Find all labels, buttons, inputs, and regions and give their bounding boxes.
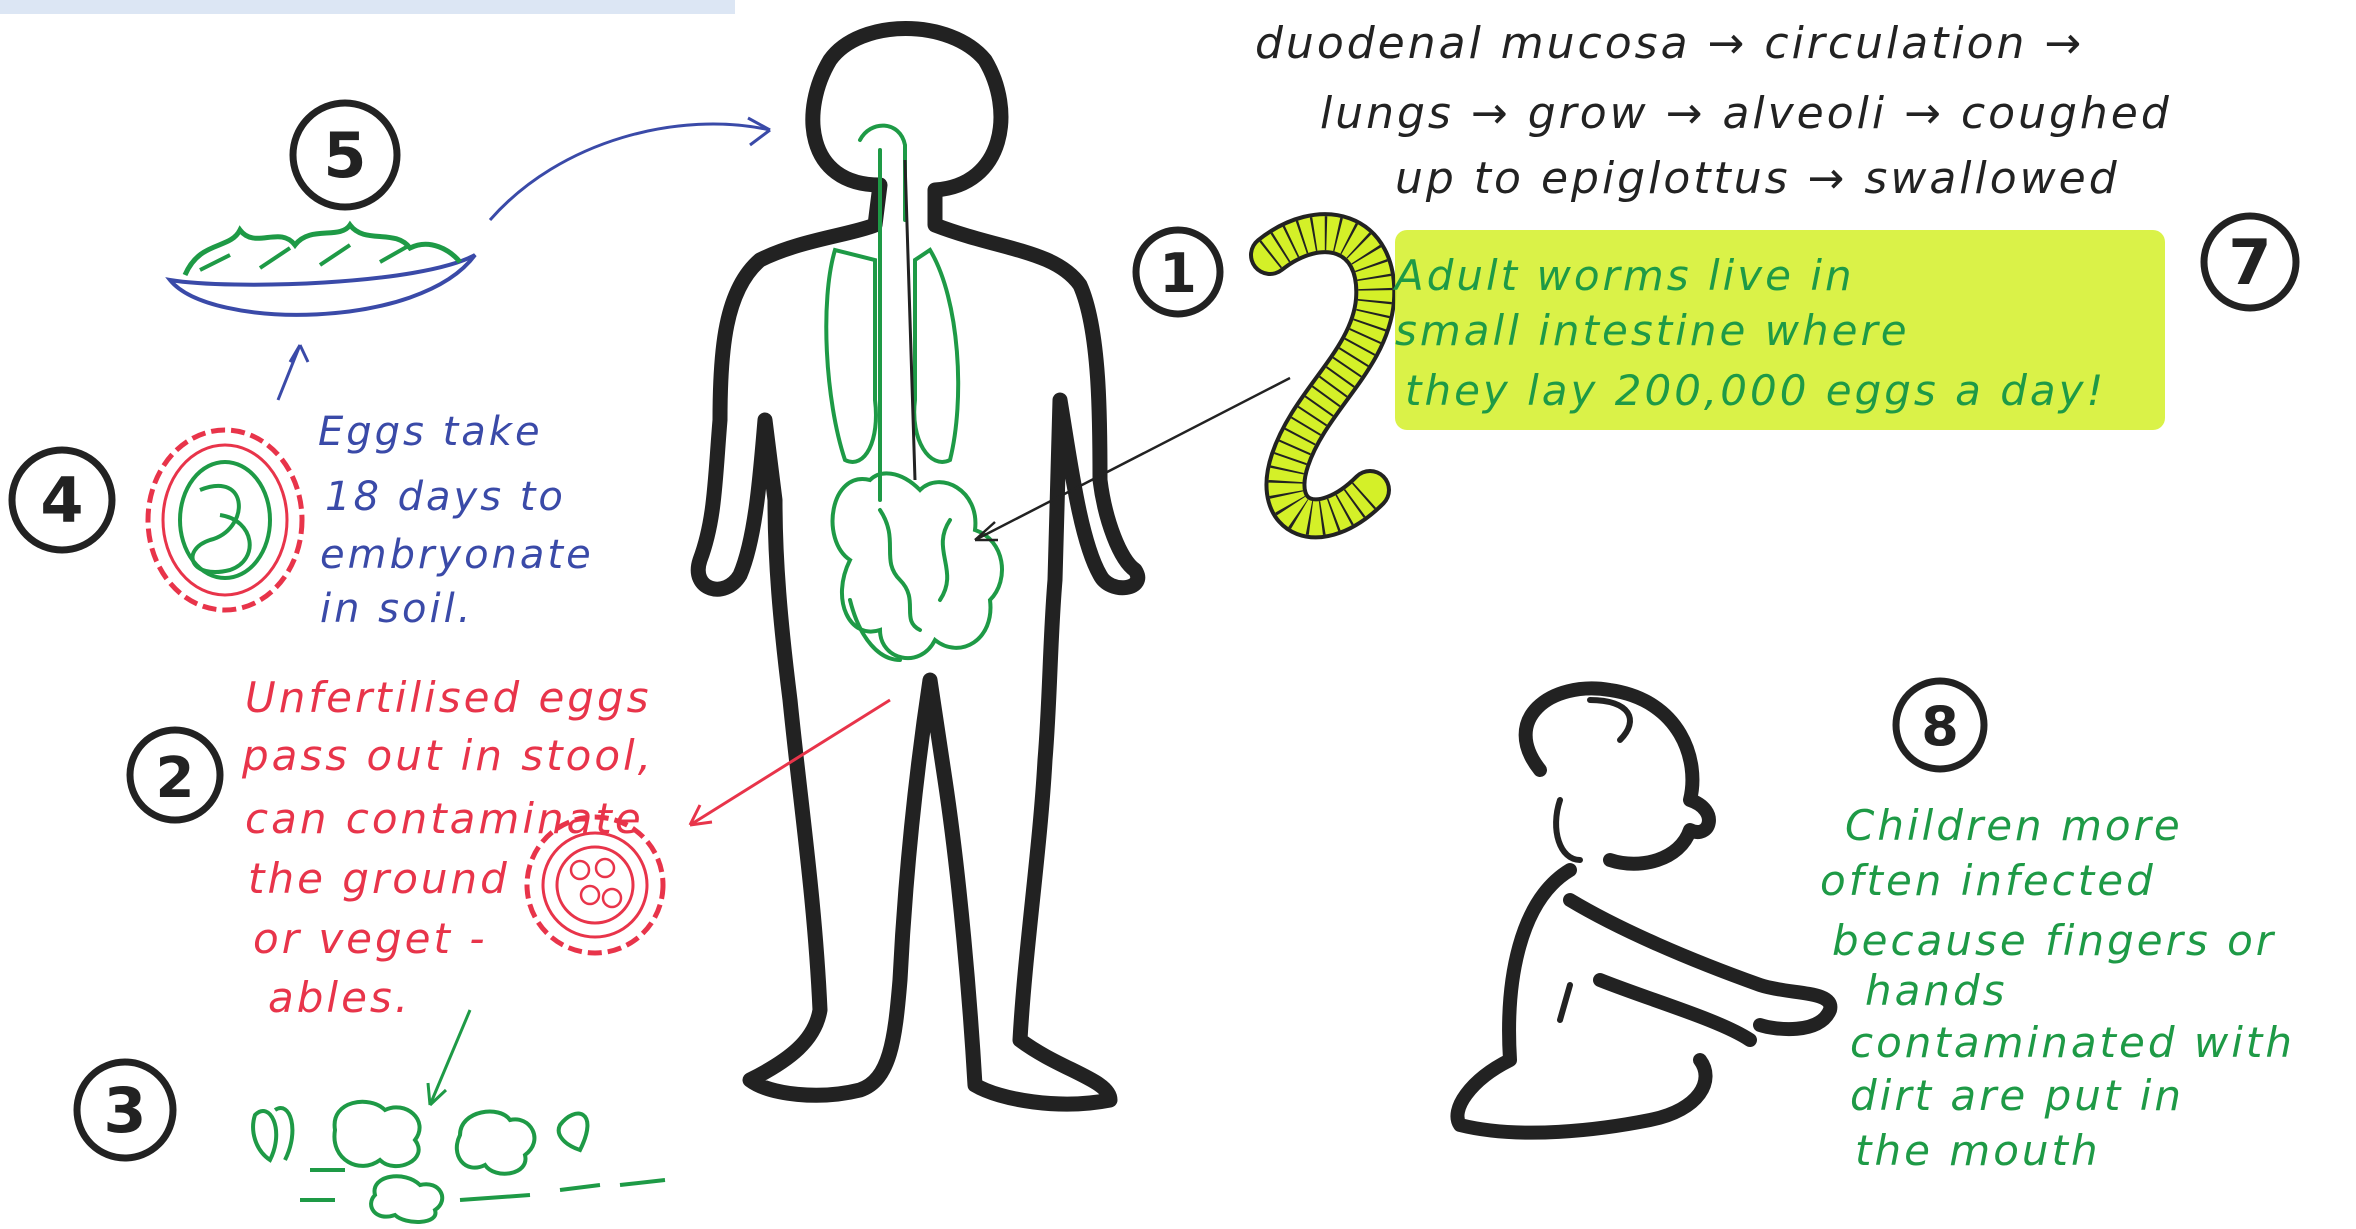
embryonated-egg	[148, 430, 302, 610]
worm-pointer-arrow	[975, 378, 1290, 540]
migration-line-1: duodenal mucosa → circulation →	[1255, 18, 2084, 69]
children-line-5: contaminated with	[1850, 1018, 2295, 1067]
step-3-number: 3	[103, 1074, 146, 1147]
internal-organs	[826, 126, 1002, 660]
embryonate-line-3: embryonate	[320, 532, 594, 578]
ground-vegetables	[253, 1102, 665, 1222]
adult-worms-line-3: they lay 200,000 eggs a day!	[1405, 366, 2106, 415]
unfertilised-line-4: the ground	[248, 854, 510, 903]
migration-line-3: up to epiglottus → swallowed	[1395, 153, 2120, 204]
unfertilised-line-2: pass out in stool,	[241, 731, 654, 780]
children-line-2: often infected	[1820, 856, 2156, 905]
unfertilised-line-3: can contaminate	[245, 794, 644, 843]
step-5-number: 5	[323, 119, 366, 192]
migration-text: duodenal mucosa → circulation → lungs → …	[1255, 18, 2172, 204]
unfertilised-line-6: ables.	[268, 973, 411, 1022]
unfertilised-line-5: or veget -	[253, 914, 487, 963]
children-line-4: hands	[1865, 966, 2008, 1015]
migration-line-2: lungs → grow → alveoli → coughed	[1320, 88, 2172, 139]
embryonate-line-4: in soil.	[320, 586, 473, 632]
text-to-ground-arrow	[430, 1010, 470, 1105]
step-4-number: 4	[40, 464, 83, 537]
children-line-3: because fingers or	[1832, 916, 2276, 965]
step-7-number: 7	[2228, 226, 2271, 299]
child-figure	[1457, 688, 1830, 1132]
adult-worm	[1270, 233, 1375, 518]
children-line-1: Children more	[1845, 801, 2183, 850]
embryonate-line-1: Eggs take	[318, 409, 543, 455]
salad-bowl	[170, 225, 475, 315]
children-text: Children more often infected because fin…	[1820, 801, 2295, 1175]
unfertilised-line-1: Unfertilised eggs	[245, 673, 652, 722]
bowl-to-body-arrow	[490, 124, 770, 220]
step-1-number: 1	[1159, 242, 1197, 305]
step-8-number: 8	[1921, 695, 1959, 758]
adult-worms-line-1: Adult worms live in	[1392, 251, 1855, 300]
embryonate-text: Eggs take 18 days to embryonate in soil.	[318, 409, 594, 632]
human-body-outline	[698, 29, 1137, 1105]
embryonate-line-2: 18 days to	[325, 474, 566, 520]
children-line-6: dirt are put in	[1850, 1071, 2184, 1120]
children-line-7: the mouth	[1855, 1126, 2101, 1175]
adult-worms-line-2: small intestine where	[1395, 306, 1910, 355]
step-2-number: 2	[156, 746, 195, 811]
